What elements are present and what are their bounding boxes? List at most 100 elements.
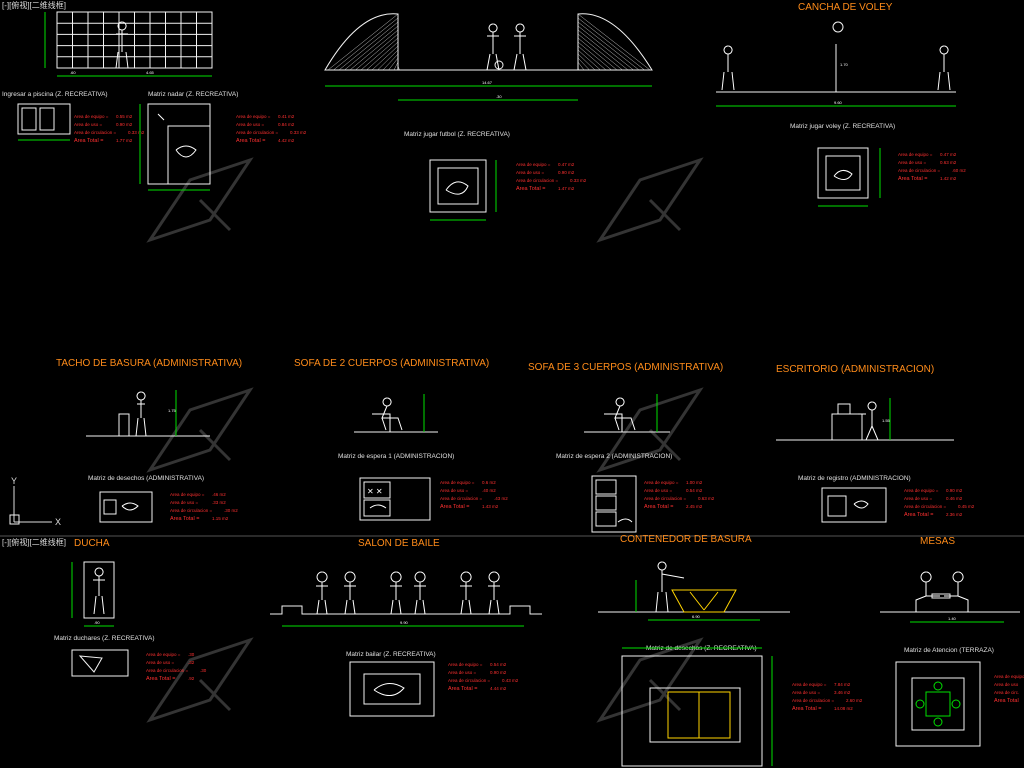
area-label: Area de equipo = [792, 682, 827, 687]
net-line [327, 13, 399, 71]
area-value: .33 m2 [212, 500, 226, 505]
basura-elevation[interactable]: 1.75 [86, 390, 210, 437]
area-value: 3.46 m2 [834, 690, 851, 695]
watermark [146, 387, 254, 473]
basura-height-dim: 1.75 [168, 408, 177, 413]
area-label: Area de equipo = [170, 492, 205, 497]
area-label: Area Total = [792, 706, 821, 712]
matrix-title-nadar: Matriz nadar (Z. RECREATIVA) [148, 91, 238, 98]
area-label: Area de circulacion = [236, 130, 279, 135]
area-value: 0.54 m2 [490, 662, 507, 667]
matrix-espera1[interactable]: ✕ ✕ [359, 477, 431, 521]
title-basura: TACHO DE BASURA (ADMINISTRATIVA) [56, 358, 242, 369]
ucs-icon: Y X [9, 476, 61, 527]
matrix-title-atencion: Matriz de Atencion (TERRAZA) [904, 647, 994, 654]
area-value: 0.6 m2 [482, 480, 496, 485]
ducha-elevation[interactable]: .90 [71, 561, 115, 627]
contenedor-elevation[interactable]: 6.90 [598, 561, 790, 621]
voley-elevation[interactable]: 9.60 1.70 [716, 21, 956, 107]
sofa2-elevation[interactable] [354, 394, 438, 433]
area-value: 0.33 m2 [290, 130, 307, 135]
net-line [577, 57, 590, 71]
area-label: Area Total = [516, 186, 545, 192]
matrix-title-desechos-adm: Matriz de desechos (ADMINISTRATIVA) [88, 475, 204, 482]
area-label: Area Total = [448, 686, 477, 692]
area-value: .30 [200, 668, 207, 673]
watermark-layer [146, 157, 704, 723]
mesas-elevation[interactable]: 1.40 [880, 571, 1020, 623]
matrix-registro[interactable] [821, 487, 887, 523]
area-label: Area de equipo = [236, 114, 271, 119]
matrix-title-espera1: Matriz de espera 1 (ADMINISTRACION) [338, 453, 454, 460]
matrix-duchar[interactable] [71, 649, 129, 677]
area-value: 0.33 m2 [128, 130, 145, 135]
area-value: 1.00 m2 [686, 480, 703, 485]
matrix-desechos-adm[interactable] [99, 491, 153, 523]
viewport-label-bottom[interactable]: [-][俯视][二维线框] [2, 537, 66, 547]
area-label: Area Total [994, 698, 1019, 704]
futbol-width-dim: 14.67 [482, 80, 493, 85]
football-elevation[interactable]: 14.67 .30 [324, 13, 653, 101]
sofa3-elevation[interactable] [584, 394, 670, 433]
pool-side-dim: .60 [70, 70, 76, 75]
area-value: 2.60 m2 [846, 698, 863, 703]
matrix-voley[interactable] [817, 147, 881, 207]
matrix-futbol[interactable] [429, 159, 497, 221]
voley-width-dim: 9.60 [834, 100, 843, 105]
area-label: Area Total = [440, 504, 469, 510]
net-line [577, 13, 651, 71]
area-value: 0.63 m2 [698, 496, 715, 501]
net-line [349, 29, 399, 71]
area-value: 0.45 m2 [958, 504, 975, 509]
area-label: Area Total = [146, 676, 175, 682]
dancer-figure [488, 571, 500, 615]
matrix-atencion[interactable] [895, 661, 981, 747]
title-sofa3: SOFA DE 3 CUERPOS (ADMINISTRATIVA) [528, 362, 723, 373]
area-value: 1.15 m2 [212, 516, 229, 521]
net-line [382, 53, 399, 71]
escritorio-elevation[interactable]: 1.55 [776, 398, 954, 441]
voley-height-dim: 1.70 [840, 62, 849, 67]
area-label: Area de uso = [904, 496, 933, 501]
matrix-nadar[interactable] [139, 103, 211, 191]
net-line [577, 41, 612, 71]
net-line [577, 29, 629, 71]
matrix-piscina[interactable] [17, 103, 71, 141]
matrix-bailar[interactable] [349, 661, 435, 717]
area-label: Area de equipo = [516, 162, 551, 167]
area-label: Area Total = [904, 512, 933, 518]
pool-elevation[interactable]: 4.65 .60 [44, 11, 213, 77]
area-value: 0.90 m2 [946, 488, 963, 493]
matrix-desechos-rec[interactable] [621, 647, 773, 767]
area-label: Area de uso = [898, 160, 927, 165]
area-label: Area de equipo [994, 674, 1024, 679]
title-ducha: DUCHA [74, 538, 110, 549]
area-value: 0.54 m2 [686, 488, 703, 493]
area-label: Area de equipo = [74, 114, 109, 119]
area-label: Area Total = [898, 176, 927, 182]
mesa-width-dim: 1.40 [948, 616, 957, 621]
matrix-espera2[interactable] [591, 475, 637, 533]
area-value: .32 [188, 660, 195, 665]
area-value: 0.47 m2 [940, 152, 957, 157]
net-line [344, 25, 399, 71]
area-label: Area Total = [236, 138, 265, 144]
area-label: Area de circulacion = [516, 178, 559, 183]
title-baile: SALON DE BAILE [358, 538, 440, 549]
net-line [577, 53, 596, 71]
net-line [577, 37, 618, 71]
area-value: 0.90 m2 [490, 670, 507, 675]
baile-elevation[interactable]: 9.90 [270, 571, 542, 627]
net-line [577, 65, 579, 71]
title-voley: CANCHA DE VOLEY [798, 2, 893, 13]
area-value: .40 m2 [482, 488, 496, 493]
watermark [596, 637, 704, 723]
area-label: Area de circulacion = [448, 678, 491, 683]
net-line [333, 17, 399, 71]
viewport-label-top[interactable]: [-][俯视][二维线框] [2, 0, 66, 10]
